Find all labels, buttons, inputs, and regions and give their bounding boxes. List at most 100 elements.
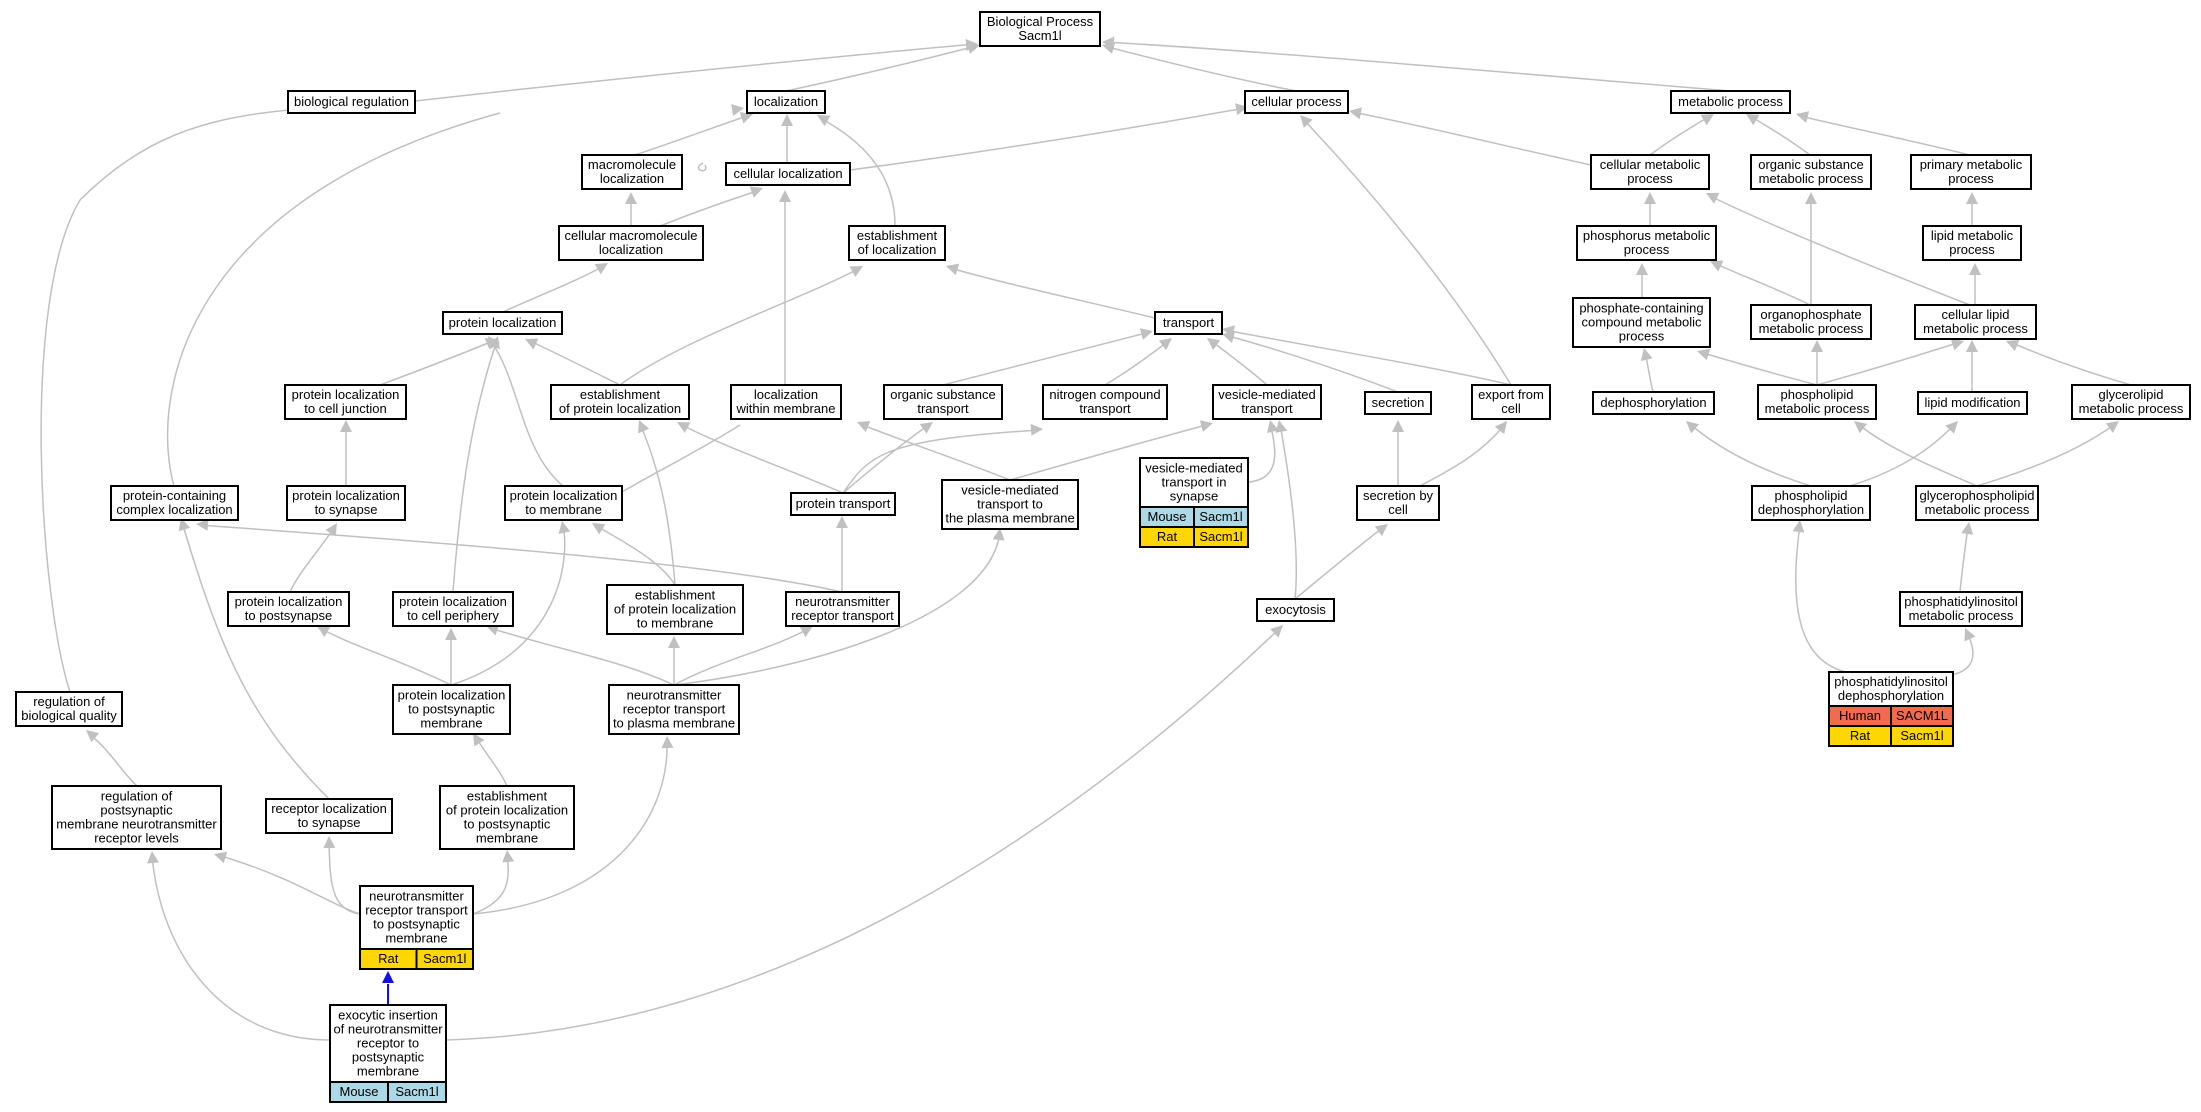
go-term-loc[interactable]: localization [746,90,826,114]
term-label-line: to cell periphery [407,608,499,623]
term-label-line: of protein localization [559,401,681,416]
edge-arrowhead [677,422,691,433]
go-term-lipidmod[interactable]: lipid modification [1917,391,2028,415]
go-term-bioreg[interactable]: biological regulation [287,90,416,114]
term-box [558,225,704,261]
go-term-cellloc[interactable]: cellular localization [725,162,851,186]
species-label: Mouse [339,1084,378,1099]
go-term-secretion[interactable]: secretion [1364,391,1432,415]
term-box [848,225,946,261]
is-a-edge [1224,329,1512,386]
is-a-edge [859,423,1011,481]
go-term-dephos[interactable]: dephosphorylation [1592,391,1715,415]
term-label-line: vesicle-mediated [1145,461,1243,476]
is-a-edge [785,45,977,92]
term-label-line: to postsynapse [245,608,332,623]
go-term-exocytosis[interactable]: exocytosis [1256,598,1335,622]
go-term-protloc[interactable]: protein localization [442,311,563,335]
term-label-line: neurotransmitter [795,594,890,609]
is-a-edge [289,525,336,593]
is-a-edge [1224,334,1399,393]
edge-arrowhead [668,636,680,648]
term-label-line: protein localization [399,594,507,609]
term-box [608,684,740,735]
edge-arrowhead [799,626,813,638]
term-label-line: Biological Process [987,14,1094,29]
species-label: Mouse [1147,509,1186,524]
go-term-pidephos[interactable]: phosphatidylinositoldephosphorylationHum… [1828,671,1954,747]
edge-arrowhead [857,421,871,433]
term-label-line: lipid metabolic [1931,228,2014,243]
term-box [1256,598,1335,622]
term-box [1590,154,1710,190]
go-term-prottrans[interactable]: protein transport [790,492,896,516]
term-box [1915,485,2039,521]
go-term-metab[interactable]: metabolic process [1670,90,1791,114]
term-box [1139,457,1249,508]
term-label-line: to synapse [298,815,361,830]
edge-arrowhead [558,521,571,534]
term-label-line: phospholipid [1774,488,1847,503]
term-box [1154,311,1223,335]
is-a-edge [673,627,811,686]
term-label-line: protein localization [449,315,557,330]
term-label-line: synapse [1170,489,1218,504]
edge-arrowhead [146,851,159,864]
term-label-line: receptor transport [791,608,894,623]
term-box [1244,90,1349,114]
is-a-edge [819,117,896,227]
term-label-line: membrane [476,831,538,846]
term-label-line: localization [599,242,663,257]
is-a-edge [379,339,496,386]
term-label-line: protein localization [292,488,400,503]
go-term-cellproc[interactable]: cellular process [1244,90,1349,114]
term-box [1670,90,1791,114]
term-label-line: to postsynaptic [373,917,460,932]
edge-arrowhead [1710,260,1724,272]
go-term-transport[interactable]: transport [1154,311,1223,335]
term-box [1356,485,1440,521]
